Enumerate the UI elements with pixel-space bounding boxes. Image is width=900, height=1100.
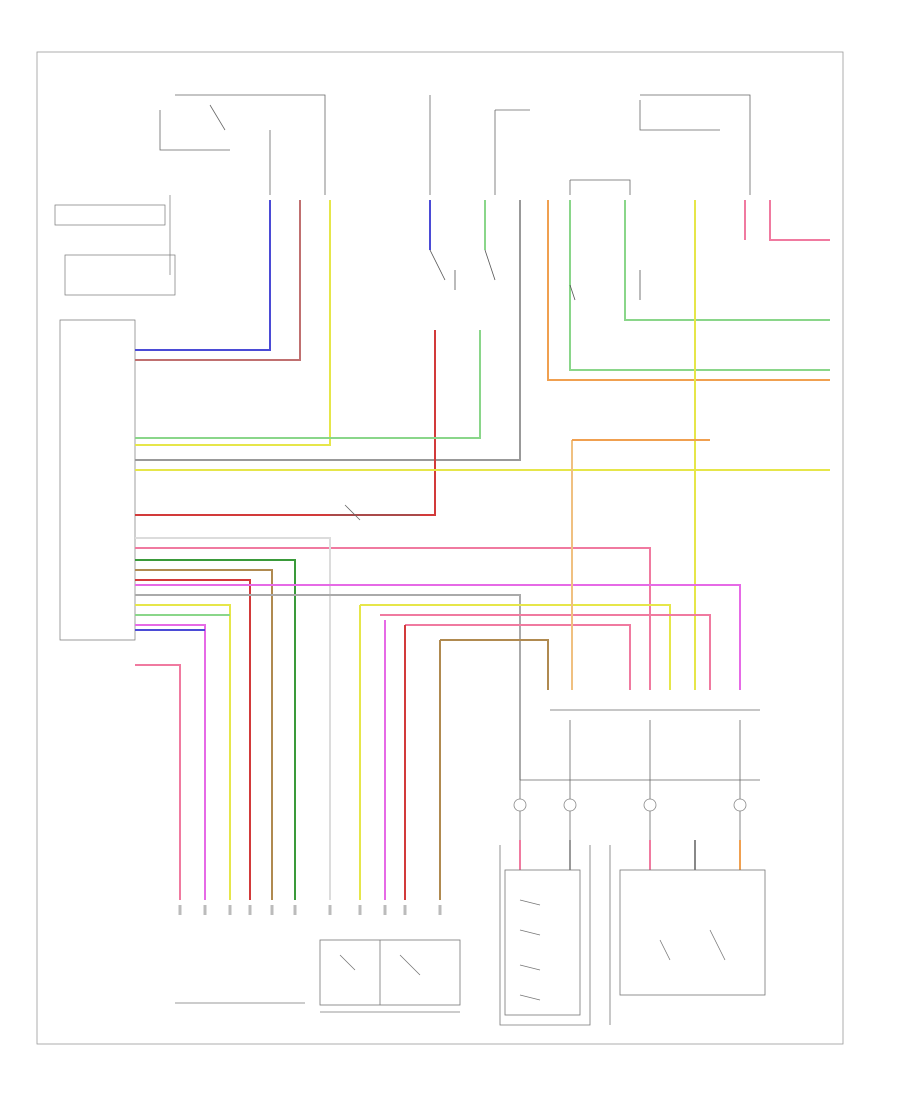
wire-red-gray xyxy=(135,200,301,361)
lower-bus-wires xyxy=(135,439,741,900)
connector-circles xyxy=(513,798,747,812)
left-connectors xyxy=(54,195,176,641)
wire-orange-1 xyxy=(547,200,830,381)
mode-switch-box xyxy=(504,869,581,1016)
wire-green-3 xyxy=(624,200,830,321)
top-power-section xyxy=(159,94,751,195)
pushbutton-box xyxy=(619,869,766,996)
bottom-terminals xyxy=(178,905,442,915)
wire-red-1 xyxy=(135,330,436,516)
upper-wires xyxy=(135,200,830,690)
switch-wires xyxy=(519,840,741,870)
relay-center xyxy=(330,504,760,850)
wire-yellow-1 xyxy=(135,200,331,446)
motor-switch-box xyxy=(319,939,461,1006)
wire-green-4 xyxy=(135,330,481,439)
bottom-components xyxy=(319,845,766,1026)
wire-green-2 xyxy=(569,200,830,371)
wire-blue xyxy=(135,200,271,351)
wire-gray-1 xyxy=(135,200,521,461)
wire-pink-1 xyxy=(769,200,830,241)
diagram-frame xyxy=(36,51,844,1045)
middle-switches xyxy=(429,249,641,301)
